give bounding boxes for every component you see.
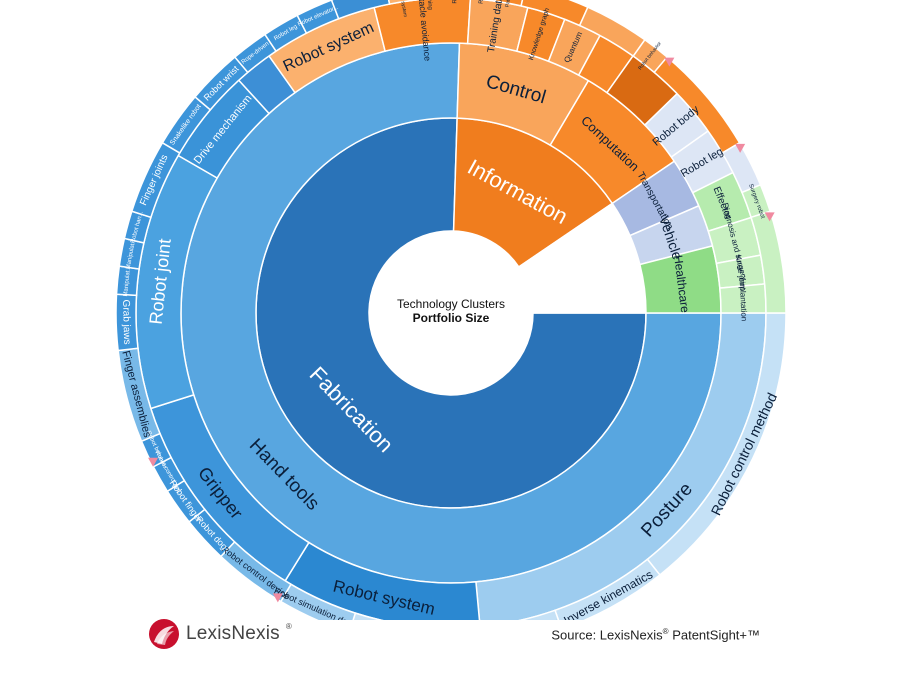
label-robot-hand-47: Robot hand (452, 0, 458, 4)
lexisnexis-logo-icon (149, 619, 179, 649)
sunburst-wedges (115, 0, 787, 620)
wedge-l4-unlabeled-33[interactable] (750, 210, 787, 314)
wedge-l4-robust-walking-system-22[interactable] (386, 0, 417, 5)
overflow-marker-icon-1 (148, 457, 159, 467)
source-note: Source: LexisNexis® PatentSight+™ (551, 627, 760, 642)
center-label-line1: Technology Clusters (397, 297, 505, 311)
brand-name: LexisNexis (186, 623, 280, 644)
label-manipulat-37: Manipulat... (126, 238, 138, 270)
label-robot-task-48: Robot task (478, 0, 487, 4)
overflow-marker-icon-6 (735, 143, 746, 153)
overflow-marker-icon-5 (764, 212, 775, 222)
brand-logo: LexisNexis ® (148, 618, 292, 650)
overflow-marker-icon-4 (664, 57, 675, 67)
overflow-marker-icon-0 (272, 593, 283, 603)
source-registered-mark: ® (662, 627, 669, 636)
brand-registered-mark: ® (285, 622, 292, 631)
wedge-l4-motion-planning-method-2[interactable] (451, 609, 562, 620)
source-suffix: PatentSight+™ (668, 627, 760, 643)
label-manipulat-36: Manipulat... (123, 265, 132, 297)
label-grab-jaws-35: Grab jaws (120, 299, 132, 344)
label-implantation-23: Implantation (738, 278, 749, 322)
label-motion-planning-46: Motion planning (424, 0, 433, 10)
source-prefix: Source: LexisNexis (551, 627, 663, 643)
label-path-plann-49: Path plann... (504, 0, 515, 8)
center-label-line2: Portfolio Size (413, 311, 490, 325)
